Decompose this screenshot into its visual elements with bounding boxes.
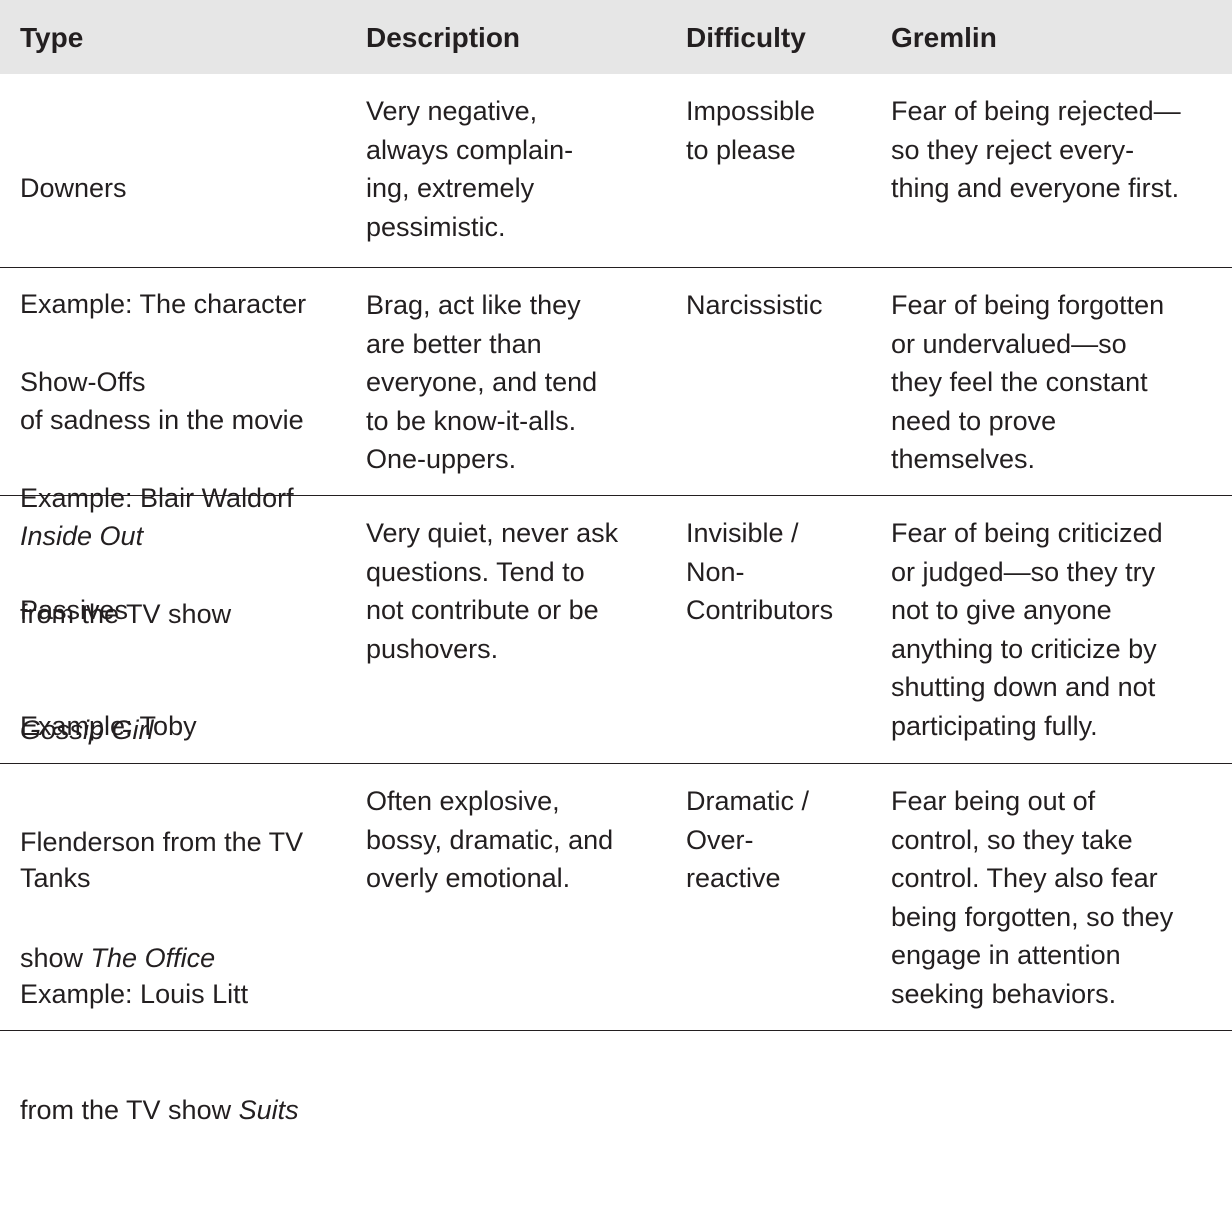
type-name: Downers	[20, 173, 127, 204]
type-cell: Tanks Example: Louis Litt from the TV sh…	[20, 782, 299, 1207]
description-cell: Very quiet, never ask questions. Tend to…	[366, 518, 619, 664]
type-cell: Passives Example: Toby Flenderson from t…	[20, 514, 303, 1054]
description-cell: Very negative, always complain- ing, ext…	[366, 96, 574, 242]
example-title: Inside Out	[20, 520, 144, 551]
example-text: Example: The character	[20, 288, 307, 319]
header-difficulty: Difficulty	[686, 22, 806, 53]
example-title: Gossip Girl	[20, 714, 154, 745]
table-row: Tanks Example: Louis Litt from the TV sh…	[0, 764, 1232, 1125]
row-divider	[0, 267, 1232, 268]
table-row: Show-Offs Example: Blair Waldorf from th…	[0, 268, 1232, 745]
difficulty-cell: Impossible to please	[686, 96, 816, 165]
difficulty-cell: Narcissistic	[686, 290, 823, 320]
table-row: Downers Example: The character of sadnes…	[0, 74, 1232, 551]
example-title: The Office	[90, 942, 216, 973]
row-divider	[0, 1030, 1232, 1031]
description-cell: Brag, act like they are better than ever…	[366, 290, 598, 475]
example-text: of sadness in the movie	[20, 404, 304, 435]
header-description: Description	[366, 22, 521, 53]
example-text: Flenderson from the TV	[20, 826, 304, 857]
type-cell: Downers Example: The character of sadnes…	[20, 92, 306, 632]
header-type: Type	[20, 22, 84, 53]
type-name: Passives	[20, 595, 129, 626]
row-divider	[0, 763, 1232, 764]
example-text: Example: Blair Waldorf	[20, 482, 294, 513]
example-title: Suits	[238, 1094, 299, 1125]
personality-types-table: Type Description Difficulty Gremlin Down…	[0, 0, 1232, 1125]
difficulty-cell: Dramatic / Over- reactive	[686, 786, 810, 894]
type-name: Tanks	[20, 863, 91, 894]
example-text: Example: Louis Litt	[20, 978, 249, 1009]
example-text: Example: Toby	[20, 710, 197, 741]
row-divider	[0, 495, 1232, 496]
table-row: Passives Example: Toby Flenderson from t…	[0, 496, 1232, 973]
gremlin-cell: Fear of being forgotten or undervalued—s…	[891, 290, 1165, 475]
example-text: from the TV show	[20, 598, 232, 629]
gremlin-cell: Fear of being rejected— so they reject e…	[891, 96, 1181, 204]
type-cell: Show-Offs Example: Blair Waldorf from th…	[20, 286, 294, 826]
type-name: Show-Offs	[20, 367, 146, 398]
gremlin-cell: Fear of being criticized or judged—so th…	[891, 518, 1163, 741]
example-text: from the TV show	[20, 1094, 239, 1125]
example-text: show	[20, 942, 91, 973]
description-cell: Often explosive, bossy, dramatic, and ov…	[366, 786, 614, 894]
table-header: Type Description Difficulty Gremlin	[0, 0, 1232, 74]
header-gremlin: Gremlin	[891, 22, 997, 53]
difficulty-cell: Invisible / Non- Contributors	[686, 518, 834, 626]
gremlin-cell: Fear being out of control, so they take …	[891, 786, 1174, 1009]
